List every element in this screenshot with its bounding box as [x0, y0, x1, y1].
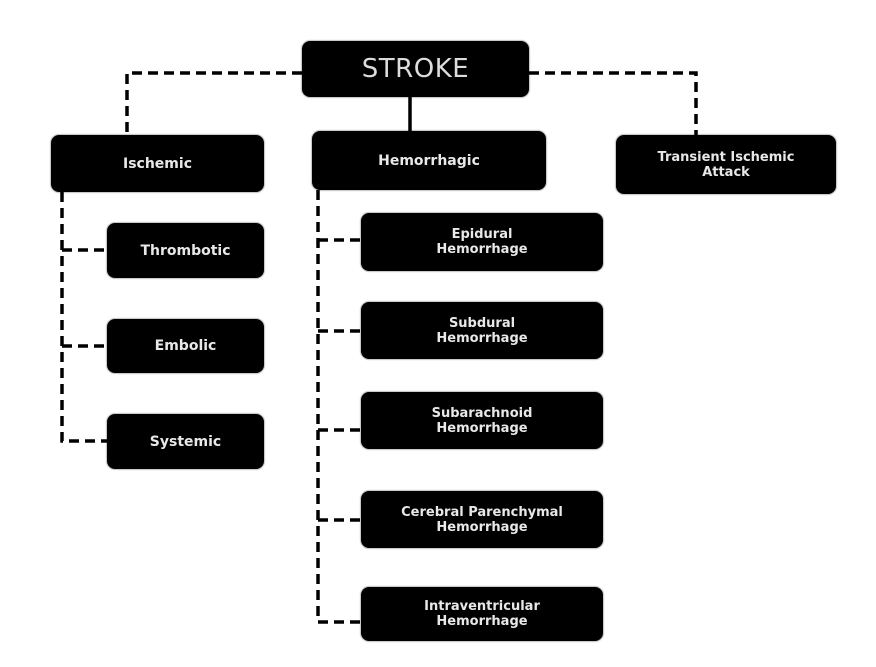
node-stroke: STROKE [302, 41, 529, 97]
node-systemic: Systemic [107, 414, 264, 469]
node-subdural-hemorrhage: Subdural Hemorrhage [361, 302, 603, 359]
connector-root-to-ischemic [125, 71, 302, 135]
node-embolic: Embolic [107, 319, 264, 373]
node-intraventricular-hemorrhage: Intraventricular Hemorrhage [361, 587, 603, 641]
connector-root-to-tia [529, 71, 698, 135]
node-epidural-hemorrhage: Epidural Hemorrhage [361, 213, 603, 271]
connector-hemorrhagic-trunk [316, 190, 361, 624]
node-transient-ischemic-attack: Transient Ischemic Attack [616, 135, 836, 194]
node-ischemic: Ischemic [51, 135, 264, 192]
node-thrombotic: Thrombotic [107, 223, 264, 278]
node-subarachnoid-hemorrhage: Subarachnoid Hemorrhage [361, 392, 603, 449]
connector-ischemic-trunk [60, 192, 107, 443]
node-cerebral-parenchymal-hemorrhage: Cerebral Parenchymal Hemorrhage [361, 491, 603, 548]
node-hemorrhagic: Hemorrhagic [312, 131, 546, 190]
